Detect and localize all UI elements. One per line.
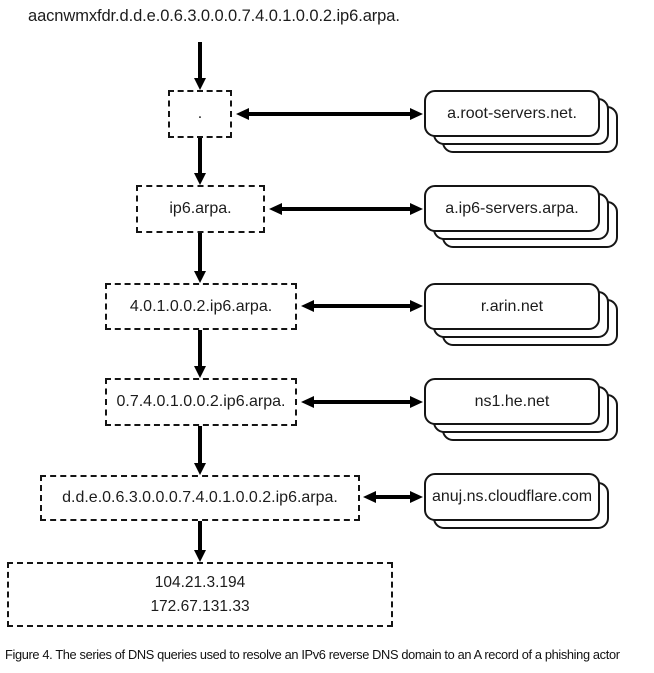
nameserver-box: r.arin.net [424,283,600,330]
bidirectional-query-arrow [301,300,423,312]
bidirectional-query-arrow [269,203,423,215]
zone-box-ip6-arpa: ip6.arpa. [136,185,265,233]
nameserver-label: a.ip6-servers.arpa. [445,199,579,217]
zone-box-full-reverse: d.d.e.0.6.3.0.0.0.7.4.0.1.0.0.2.ip6.arpa… [40,475,360,521]
arrowhead-right-icon [410,300,423,312]
a-record-value: 104.21.3.194 [154,574,246,592]
arrowhead-right-icon [410,108,423,120]
zone-label: d.d.e.0.6.3.0.0.0.7.4.0.1.0.0.2.ip6.arpa… [62,489,338,506]
nameserver-box: a.root-servers.net. [424,90,600,137]
bidirectional-query-arrow [363,491,423,503]
nameserver-label: r.arin.net [480,297,544,315]
a-record-result-box: 104.21.3.194 172.67.131.33 [7,562,393,627]
zone-label: ip6.arpa. [169,200,232,217]
arrowhead-left-icon [301,396,314,408]
arrowhead-left-icon [301,300,314,312]
nameserver-box: ns1.he.net [424,378,600,425]
arrowhead-left-icon [363,491,376,503]
zone-box-2001-470: 0.7.4.0.1.0.0.2.ip6.arpa. [105,378,297,426]
arrowhead-left-icon [269,203,282,215]
down-arrow [194,521,206,562]
nameserver-label: anuj.ns.cloudflare.com [431,488,593,505]
a-record-value: 172.67.131.33 [150,597,250,615]
down-arrow [194,330,206,378]
zone-box-root: . [168,90,232,138]
zone-box-2001-400: 4.0.1.0.0.2.ip6.arpa. [105,283,297,330]
down-arrow [194,233,206,283]
down-arrow [194,426,206,475]
nameserver-box: a.ip6-servers.arpa. [424,185,600,232]
arrowhead-right-icon [410,491,423,503]
nameserver-label: ns1.he.net [474,392,550,410]
zone-label: . [197,105,203,122]
zone-label: 4.0.1.0.0.2.ip6.arpa. [129,297,273,315]
down-arrow [194,42,206,90]
bidirectional-query-arrow [236,108,423,120]
nameserver-box: anuj.ns.cloudflare.com [424,473,600,521]
nameserver-label: a.root-servers.net. [447,104,577,122]
figure-caption: Figure 4. The series of DNS queries used… [5,647,620,662]
arrowhead-right-icon [410,203,423,215]
arrowhead-left-icon [236,108,249,120]
query-domain-title: aacnwmxfdr.d.d.e.0.6.3.0.0.0.7.4.0.1.0.0… [28,7,400,25]
down-arrow [194,138,206,185]
zone-label: 0.7.4.0.1.0.0.2.ip6.arpa. [116,393,286,410]
bidirectional-query-arrow [301,396,423,408]
arrowhead-right-icon [410,396,423,408]
